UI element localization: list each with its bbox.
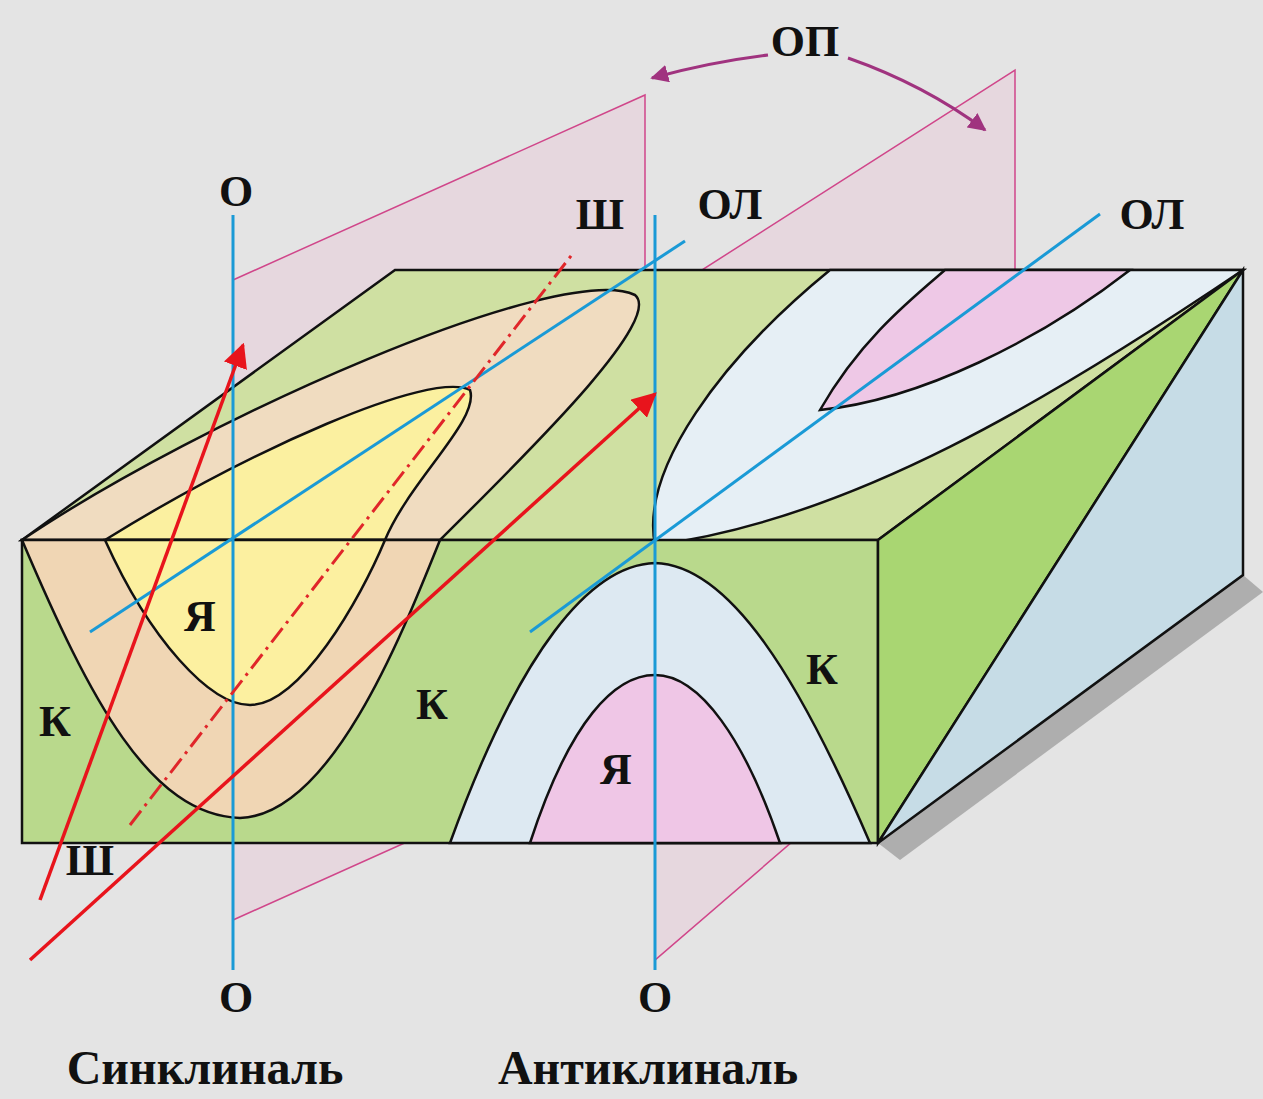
hinge-label: Ш [576,193,624,237]
syncline-outcrop [22,290,639,540]
pointer-arrow [30,394,655,960]
anticline-layer [450,563,870,843]
fold-axis [232,215,235,970]
plane-pointer [652,55,768,78]
pointer-arrow [40,345,243,900]
fold-caption: Антиклиналь [498,1044,798,1092]
axial-line-label: ОЛ [1120,193,1185,237]
axis-label: О [219,170,253,214]
fold-axis [654,215,657,970]
layer-label: К [416,683,448,727]
layer-label: Я [184,595,216,639]
block-side-face [878,270,1243,843]
hinge-line [130,252,574,825]
syncline-core [105,540,385,705]
axis-label: О [219,976,253,1020]
axial-line [90,241,685,632]
axial-line [530,214,1100,632]
plane-pointer [848,58,985,130]
hinge-label: Ш [66,839,114,883]
axial-line-label: ОЛ [698,183,763,227]
fold-caption: Синклиналь [67,1044,344,1092]
layer-label: Я [600,748,632,792]
block-side-face [878,270,1243,843]
layer-label: К [39,700,71,744]
syncline-core-outcrop [105,387,471,540]
layer-label: К [806,648,838,692]
plane-label: ОП [771,20,839,64]
axis-label: О [638,976,672,1020]
